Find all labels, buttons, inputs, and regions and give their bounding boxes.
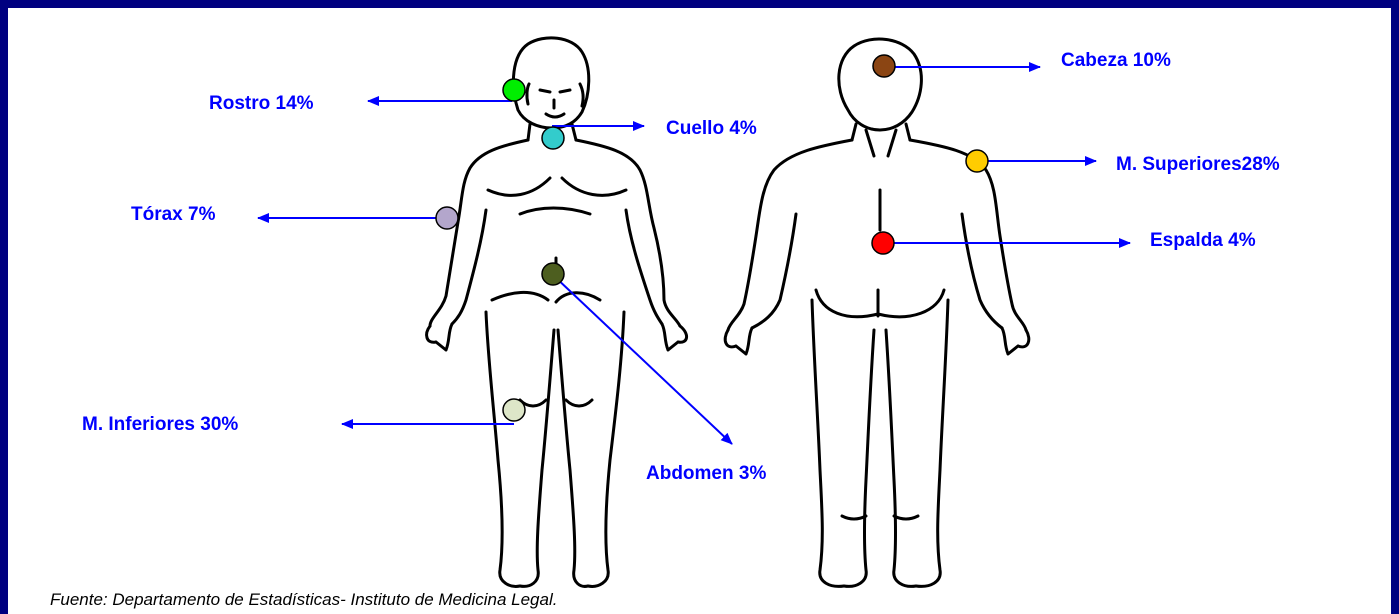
label-cabeza: Cabeza 10% — [1061, 50, 1171, 71]
labels: Rostro 14% Cuello 4% Tórax 7% Abdomen 3%… — [82, 50, 1280, 484]
front-body-figure — [427, 38, 687, 586]
marker-m-superiores — [966, 150, 988, 172]
label-abdomen: Abdomen 3% — [646, 463, 766, 484]
marker-espalda — [872, 232, 894, 254]
label-espalda: Espalda 4% — [1150, 230, 1256, 251]
marker-torax — [436, 207, 458, 229]
marker-rostro — [503, 79, 525, 101]
source-note: Fuente: Departamento de Estadísticas- In… — [50, 590, 557, 610]
label-cuello: Cuello 4% — [666, 118, 757, 139]
label-torax: Tórax 7% — [131, 204, 216, 225]
back-body-figure — [725, 39, 1029, 586]
label-rostro: Rostro 14% — [209, 93, 314, 114]
label-m-superiores: M. Superiores28% — [1116, 154, 1280, 175]
marker-m-inferiores — [503, 399, 525, 421]
marker-cuello — [542, 127, 564, 149]
marker-abdomen — [542, 263, 564, 285]
marker-cabeza — [873, 55, 895, 77]
label-m-inferiores: M. Inferiores 30% — [82, 414, 238, 435]
arrow-abdomen — [553, 275, 732, 444]
